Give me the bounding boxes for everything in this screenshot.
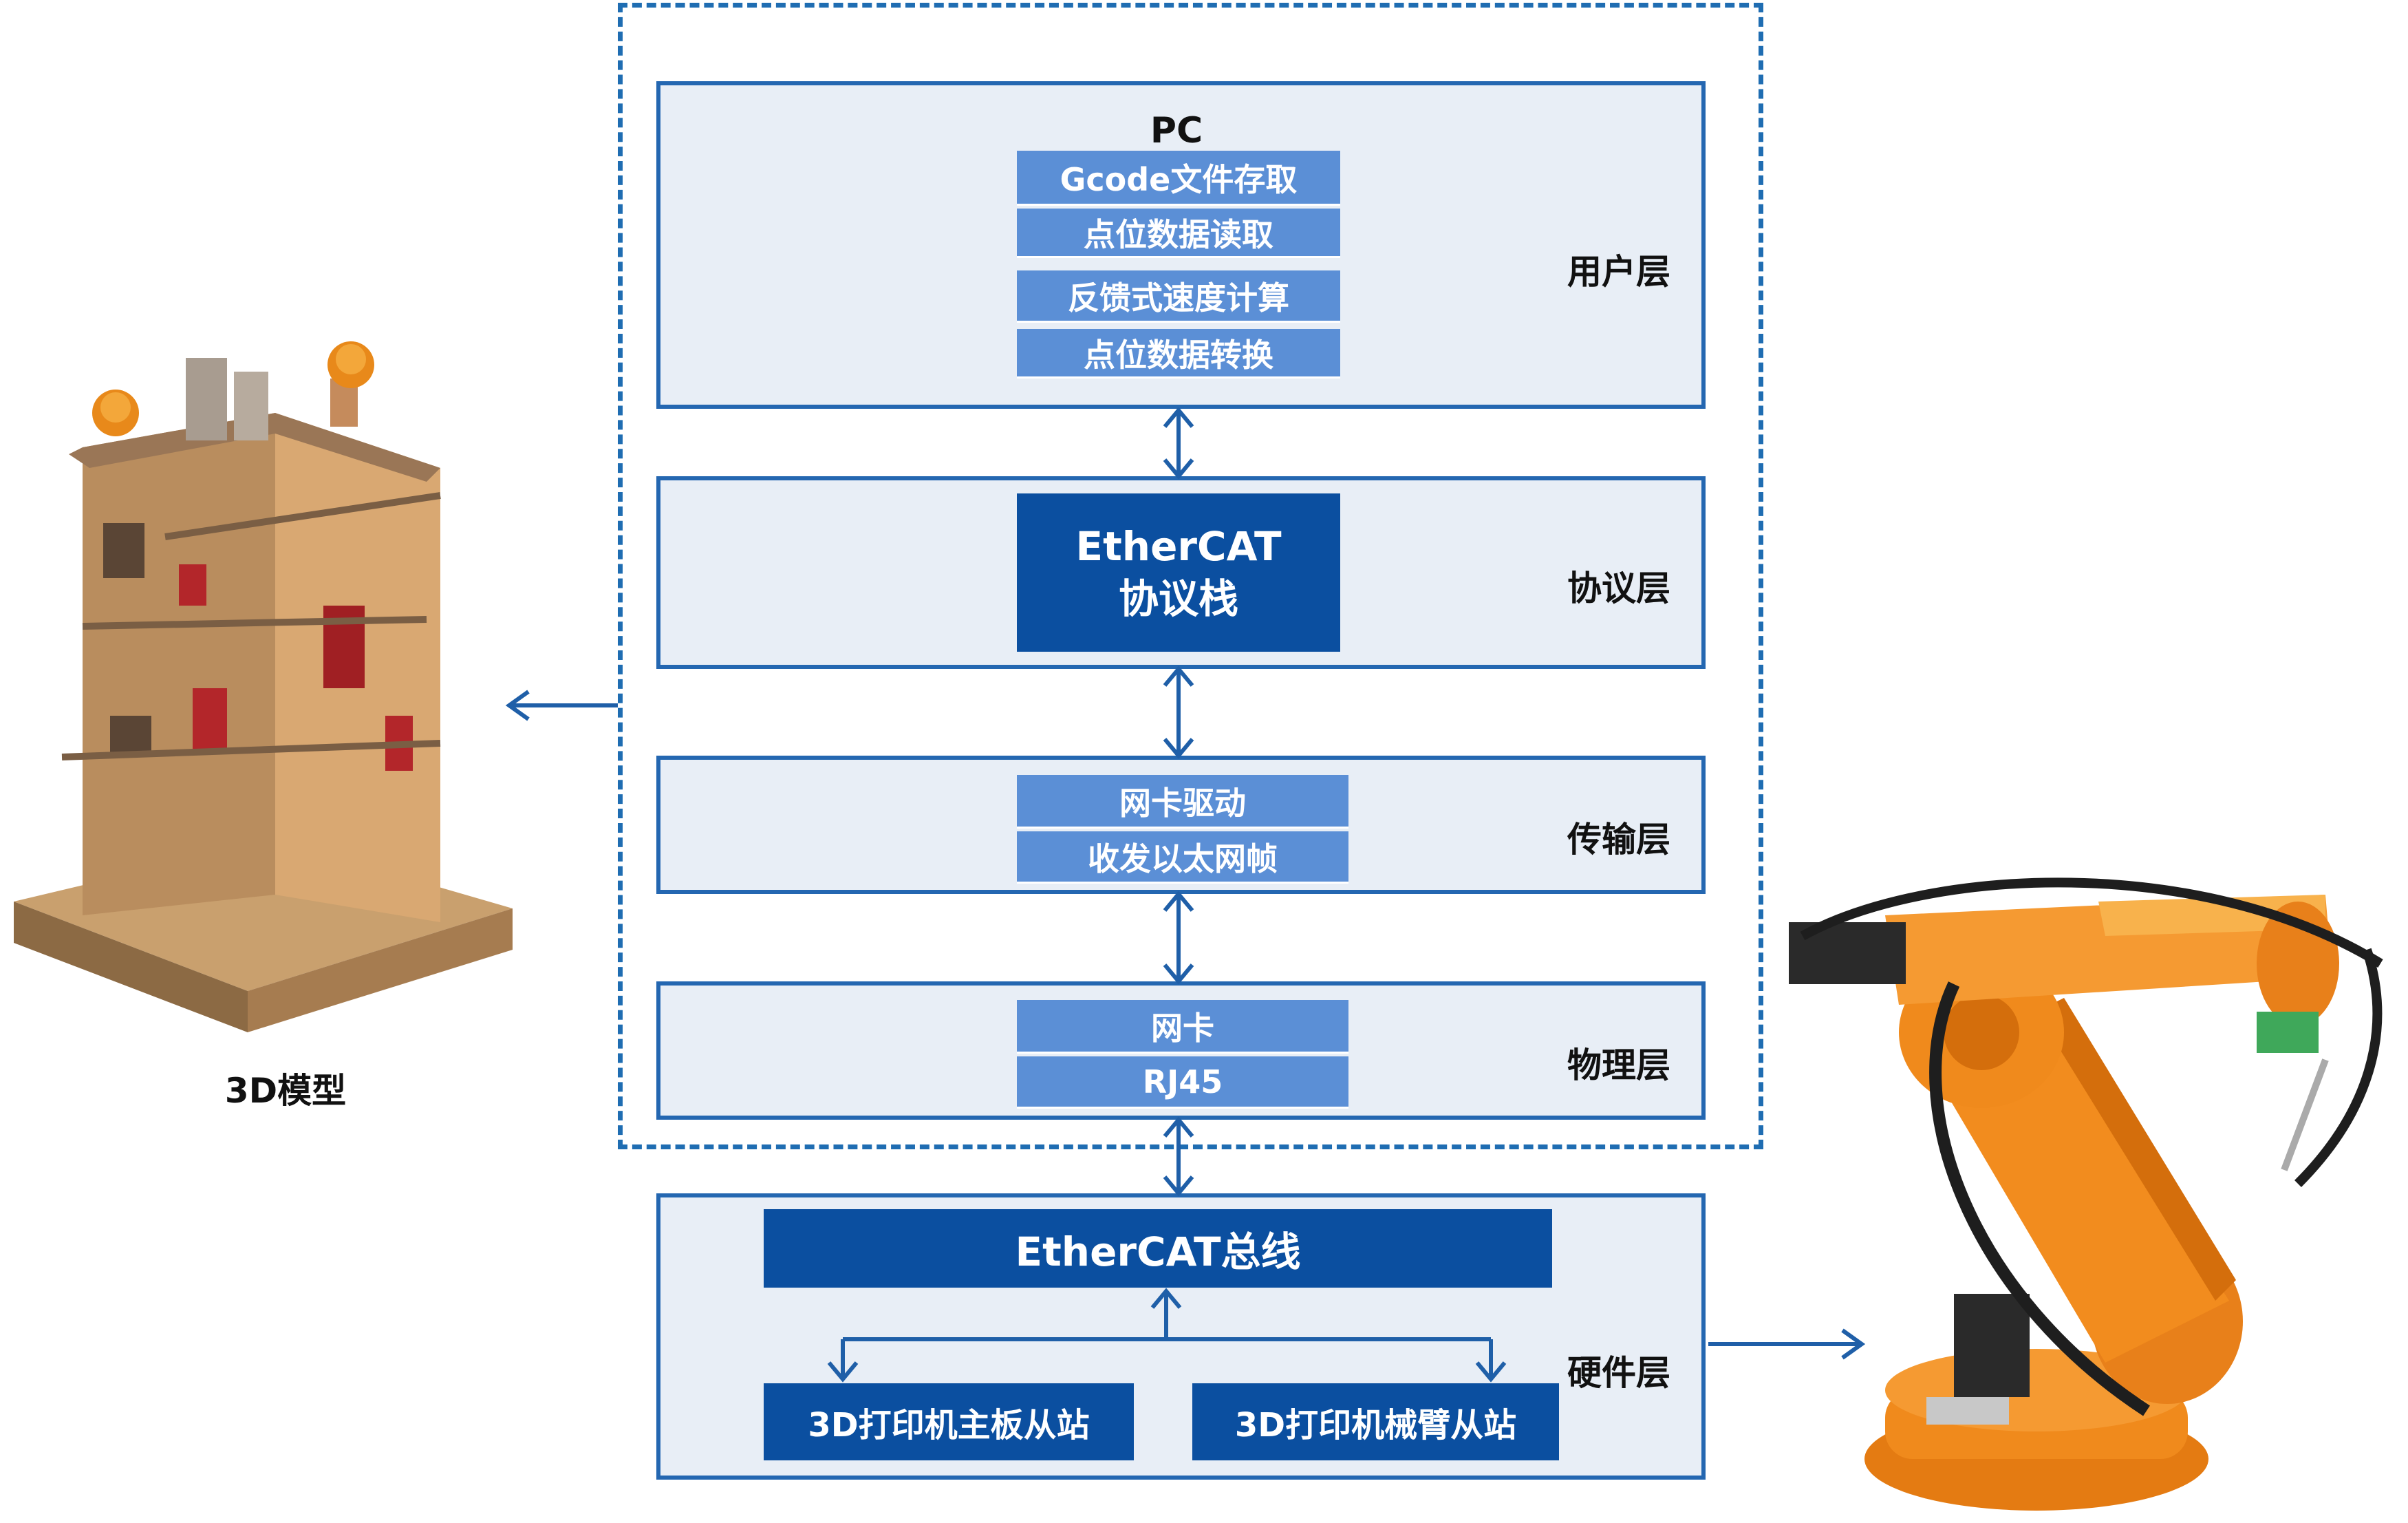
pc-title: PC	[1150, 110, 1203, 151]
orange-industrial-robot-arm	[1789, 877, 2383, 1511]
user-item-convert-points: 点位数据转换	[1017, 329, 1340, 379]
transport-layer-label: 传输层	[1567, 820, 1670, 860]
model-caption: 3D模型	[224, 1071, 347, 1111]
ethercat-stack-line2: 协议栈	[1118, 575, 1238, 622]
physical-item-nic: 网卡	[1017, 1000, 1348, 1054]
protocol-layer-label: 协议层	[1567, 568, 1670, 608]
ethercat-bus-box: EtherCAT总线	[764, 1209, 1552, 1288]
user-layer-label: 用户层	[1567, 252, 1670, 292]
slave-robot-arm-box: 3D打印机械臂从站	[1192, 1383, 1559, 1460]
user-item-speed-calc: 反馈式速度计算	[1017, 270, 1340, 323]
bus-branch-arrows	[827, 1288, 1507, 1383]
arrow-protocol-transport	[1163, 665, 1194, 759]
transport-item-nic-driver: 网卡驱动	[1017, 775, 1348, 829]
slave-mainboard-box: 3D打印机主板从站	[764, 1383, 1134, 1460]
arrow-transport-physical	[1163, 891, 1194, 985]
software-boundary	[618, 3, 1763, 1149]
building-model-illustration	[14, 341, 513, 1032]
arrow-user-protocol	[1163, 407, 1194, 480]
user-item-read-points: 点位数据读取	[1017, 209, 1340, 258]
ethercat-stack-box: EtherCAT 协议栈	[1017, 493, 1340, 652]
arrow-physical-hardware	[1163, 1116, 1194, 1197]
arrow-to-robot	[1708, 1328, 1866, 1360]
physical-layer-label: 物理层	[1567, 1045, 1670, 1085]
ethercat-stack-line1: EtherCAT	[1075, 523, 1282, 570]
user-item-gcode: Gcode文件存取	[1017, 151, 1340, 206]
transport-item-ethernet-frames: 收发以太网帧	[1017, 831, 1348, 884]
arrow-to-model	[505, 690, 618, 721]
hardware-layer-label: 硬件层	[1567, 1353, 1670, 1393]
physical-item-rj45: RJ45	[1017, 1056, 1348, 1109]
